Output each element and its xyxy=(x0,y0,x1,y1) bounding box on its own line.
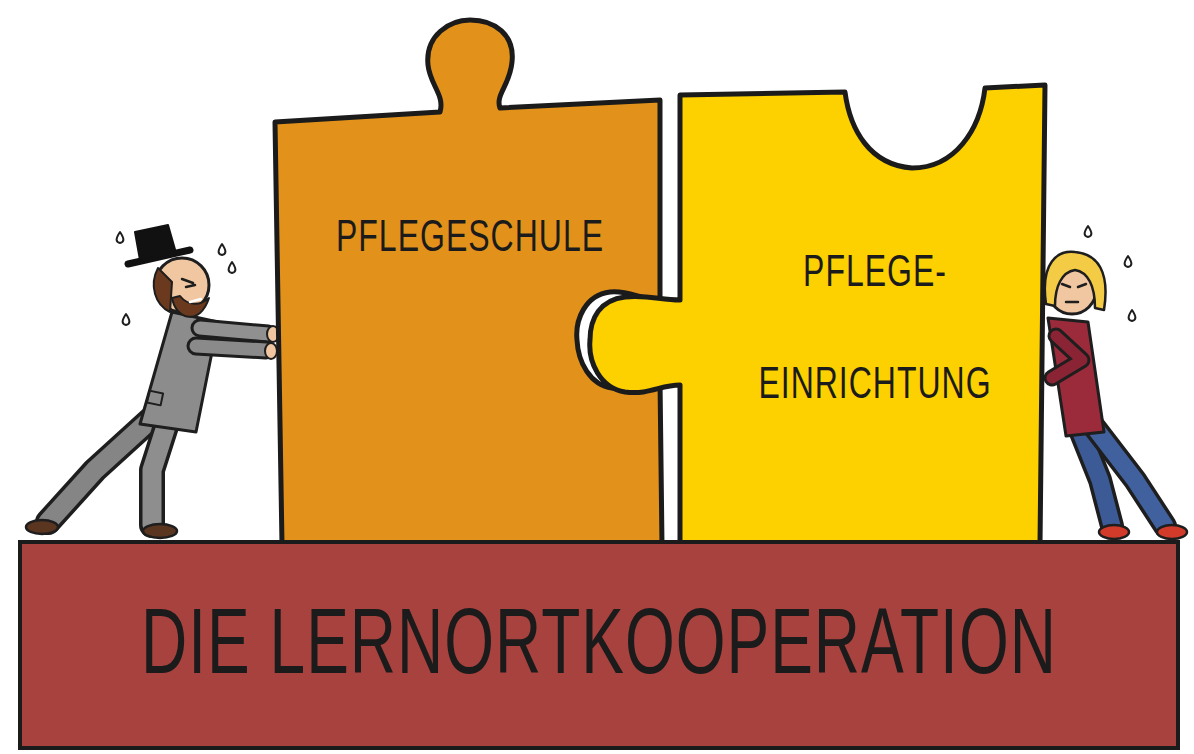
pushing-man-part xyxy=(48,420,150,522)
leaning-woman-part xyxy=(1052,336,1082,378)
pushing-man-part xyxy=(190,299,201,302)
pushing-man-part xyxy=(135,225,176,260)
pushing-man-part xyxy=(196,346,266,350)
pushing-man-part xyxy=(172,296,209,317)
leaning-woman xyxy=(1045,226,1187,539)
pushing-man xyxy=(26,225,279,538)
pushing-man-part xyxy=(182,279,195,287)
puzzle-piece: PFLEGE- EINRICHTUNG xyxy=(575,85,1047,547)
leaning-woman-part xyxy=(1095,428,1165,526)
pushing-man-part xyxy=(265,343,277,359)
leaning-woman-part xyxy=(1099,525,1129,539)
pushing-man-part xyxy=(267,326,279,342)
pushing-man-part xyxy=(152,420,168,525)
pushing-man-part xyxy=(117,232,124,243)
leaning-woman-part xyxy=(1125,256,1132,267)
leaning-woman-part xyxy=(1052,336,1082,378)
pushing-man-part xyxy=(219,244,226,255)
leaning-woman-part xyxy=(1129,310,1136,321)
leaning-woman-part xyxy=(1085,226,1092,237)
piece-label: PFLEGESCHULE xyxy=(336,180,604,292)
pushing-man-part xyxy=(229,262,236,273)
puzzle-piece-shape xyxy=(275,20,662,545)
pushing-man-part xyxy=(48,420,150,522)
leaning-woman-part xyxy=(1062,284,1086,287)
band-title: DIE LERNORTKOOPERATION xyxy=(141,589,1057,696)
pushing-man-part xyxy=(143,524,177,538)
pushing-man-part xyxy=(26,520,58,534)
leaning-woman-part xyxy=(1048,318,1104,436)
piece-label: PFLEGE- EINRICHTUNG xyxy=(758,215,991,439)
puzzle-piece-shape xyxy=(590,85,1045,545)
leaning-woman-part xyxy=(1066,301,1078,304)
leaning-woman-part xyxy=(1045,252,1106,310)
pushing-man-part xyxy=(154,268,172,312)
pushing-man-part xyxy=(196,346,266,350)
leaning-woman-part xyxy=(1095,428,1165,526)
pushing-man-part xyxy=(200,328,268,334)
base-band: DIE LERNORTKOOPERATION xyxy=(18,540,1180,750)
pushing-man-part xyxy=(123,314,130,325)
leaning-woman-part xyxy=(1157,525,1187,539)
pushing-man-part xyxy=(200,328,268,334)
pushing-man-part xyxy=(147,391,163,406)
pushing-man-part xyxy=(152,420,168,525)
puzzle-piece: PFLEGESCHULE xyxy=(272,20,667,547)
